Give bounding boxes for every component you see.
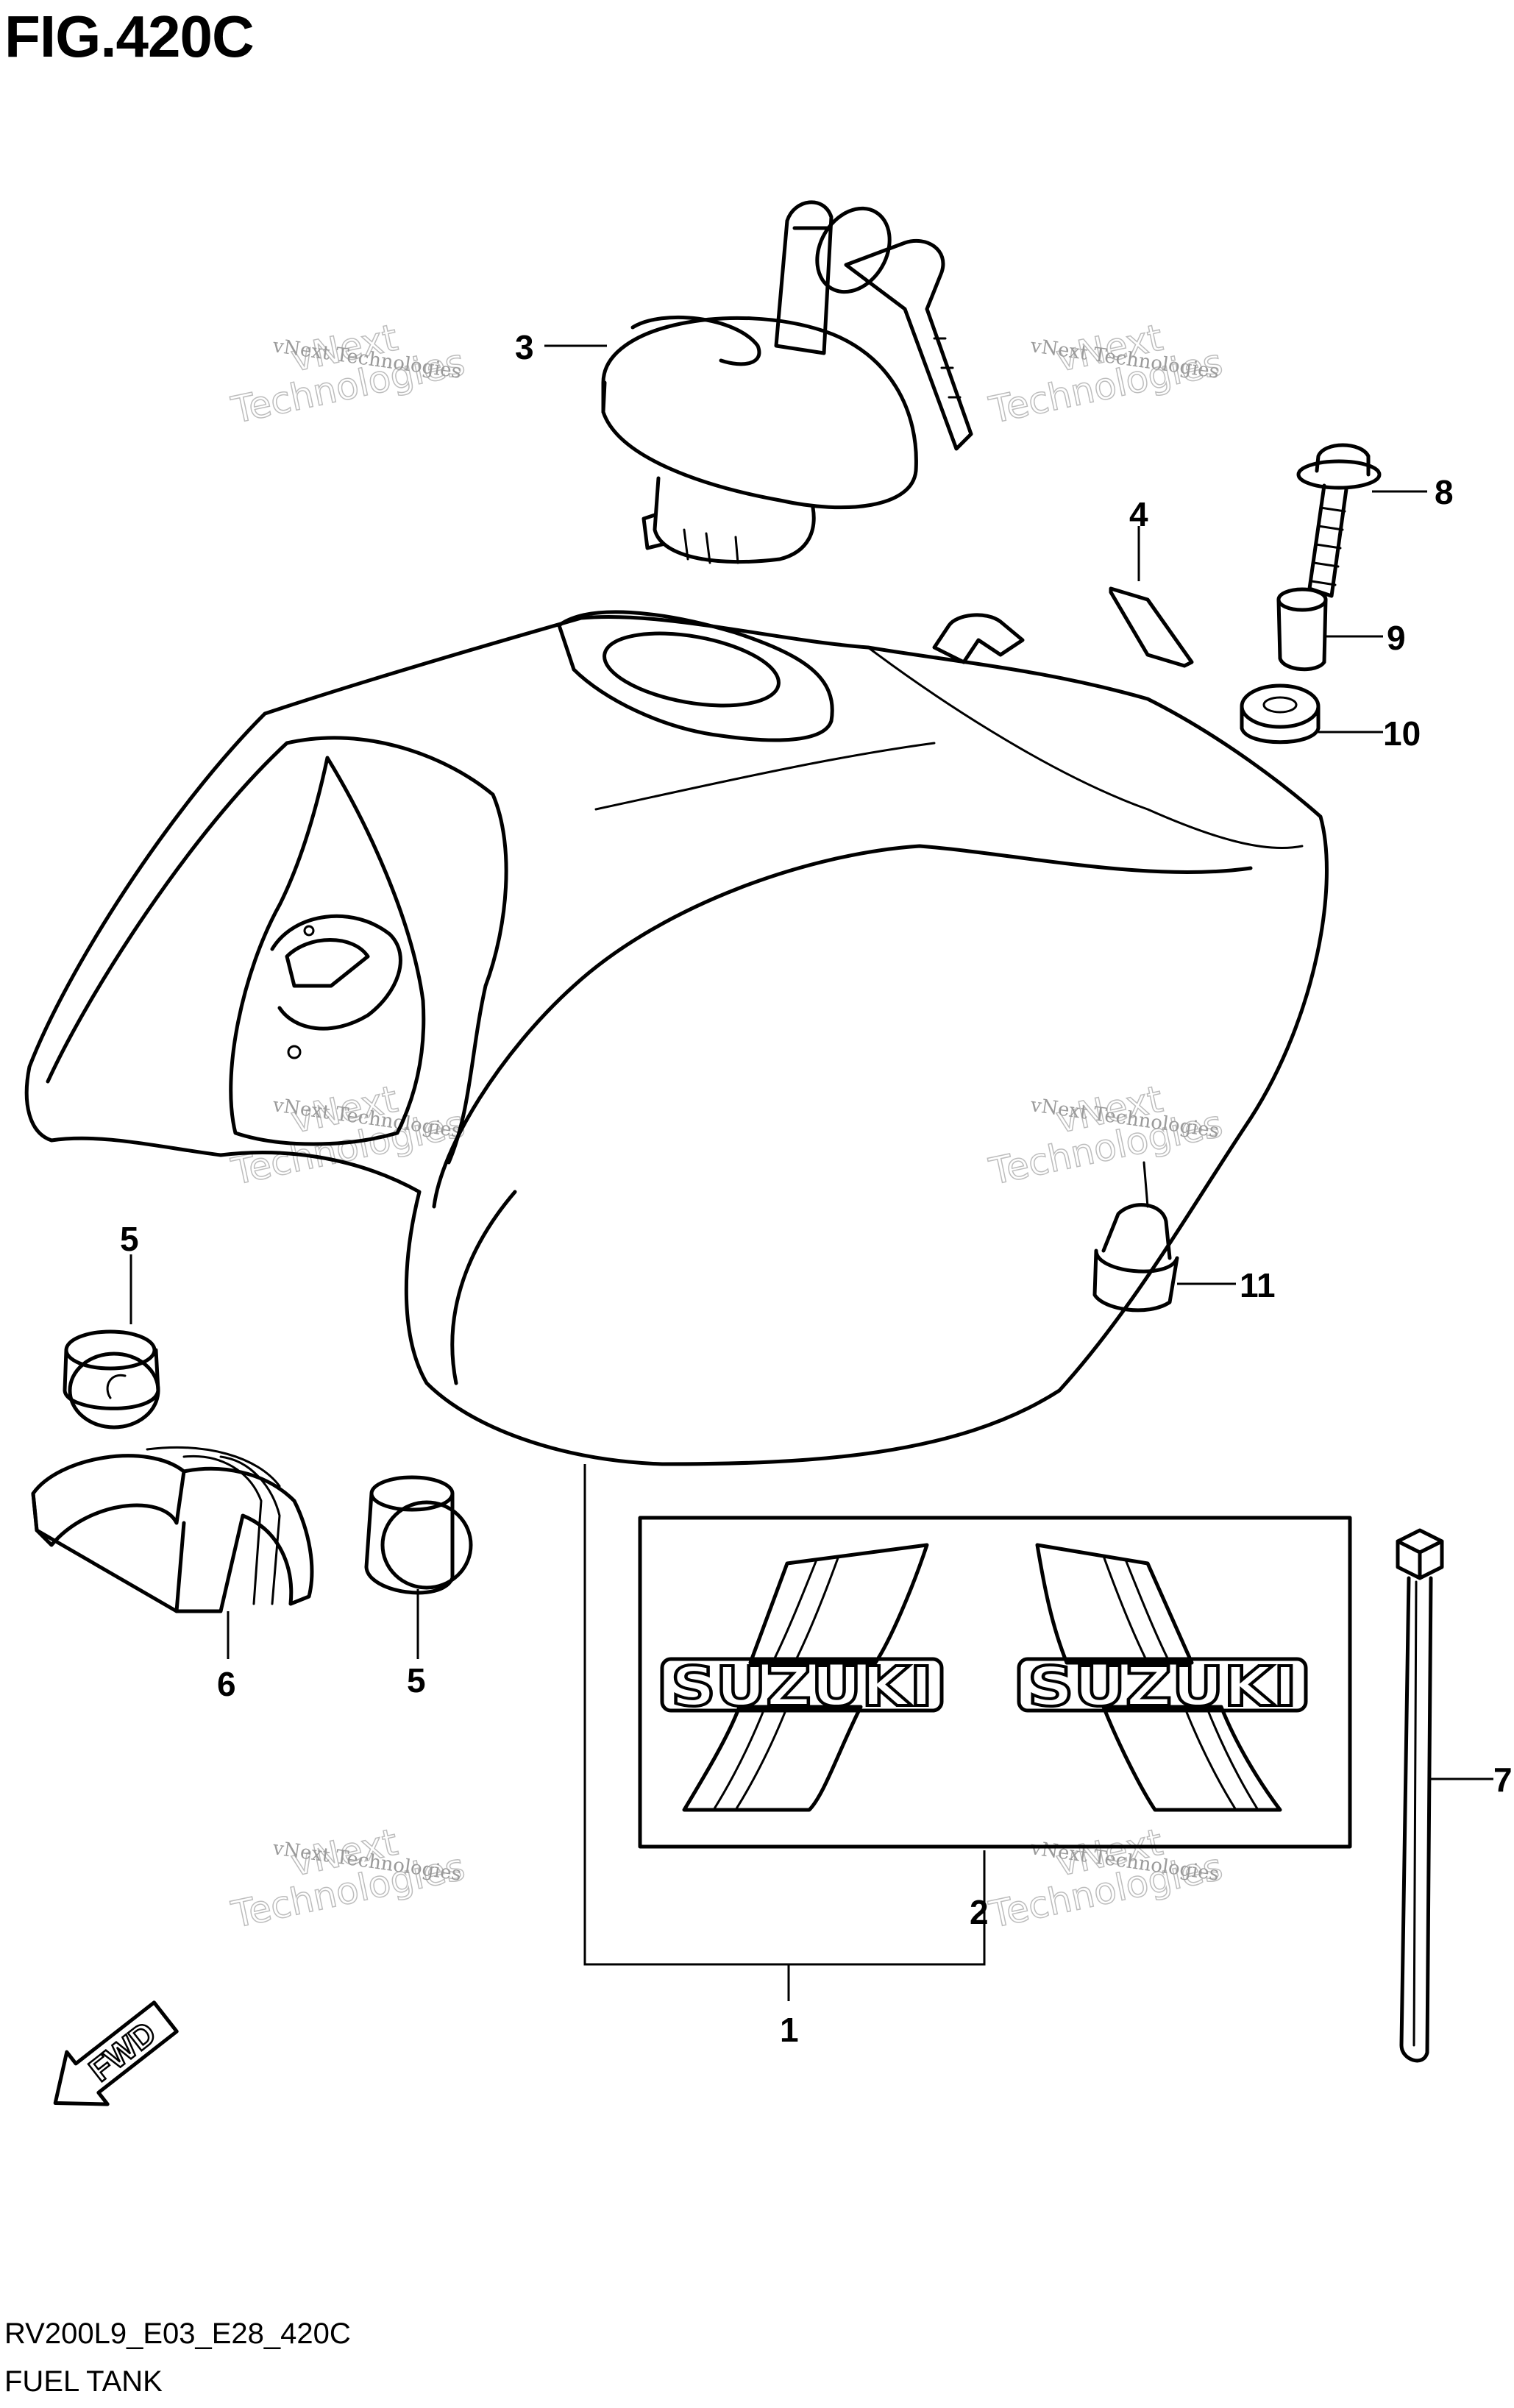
callout-5-upper: 5 [120,1220,139,1258]
callout-3: 3 [515,328,534,366]
callout-1: 1 [780,2011,799,2049]
callout-10: 10 [1383,714,1421,753]
callout-numbers: 1 2 3 4 5 5 6 7 8 9 10 11 [120,328,1513,2049]
watermark-middle-left: Technologies vNext vNext Technologies [227,1077,469,1194]
callout-8: 8 [1435,473,1454,511]
tank-cushion-part-6 [31,1446,314,1613]
figure-name: FUEL TANK [4,2365,163,2398]
cushion-part-5-upper [63,1329,160,1429]
callout-7: 7 [1493,1761,1513,1799]
watermark-top-left: Technologies vNext vNext Technologies [227,316,469,433]
figure-code: RV200L9_E03_E28_420C [4,2318,351,2350]
leader-lines [129,344,1493,2001]
watermark-bottom-right: Technologies vNext vNext Technologies [985,1820,1227,1937]
pad-part-4 [1109,586,1194,668]
callout-4: 4 [1129,495,1148,533]
collar-part-9 [1276,587,1328,672]
fuel-tank-part-1 [24,610,1329,1466]
watermark-bottom-left: Technologies vNext vNext Technologies [227,1820,469,1937]
callout-2: 2 [970,1893,989,1931]
watermark-middle-right: Technologies vNext vNext Technologies [985,1077,1227,1194]
figure-title: FIG.420C [4,4,255,69]
callout-11: 11 [1240,1266,1276,1304]
cushion-part-5-lower [364,1475,473,1595]
decal-brand-right: SUZUKI [1028,1655,1297,1719]
decal-brand-left: SUZUKI [671,1655,933,1719]
cable-tie-part-7 [1396,1528,1444,2063]
decal-set-part-2: SUZUKI SUZUKI [638,1516,1352,1849]
grommet-part-11 [1092,1161,1179,1313]
callout-5-lower: 5 [407,1661,426,1700]
callout-9: 9 [1387,619,1406,657]
callout-6: 6 [217,1665,236,1703]
watermark-top-right: Technologies vNext vNext Technologies [985,316,1227,433]
fuel-cap-with-keys [601,200,973,564]
forward-direction-arrow: FWD [53,2000,179,2106]
grommet-part-10 [1240,683,1321,745]
bolt-part-8 [1296,443,1382,598]
